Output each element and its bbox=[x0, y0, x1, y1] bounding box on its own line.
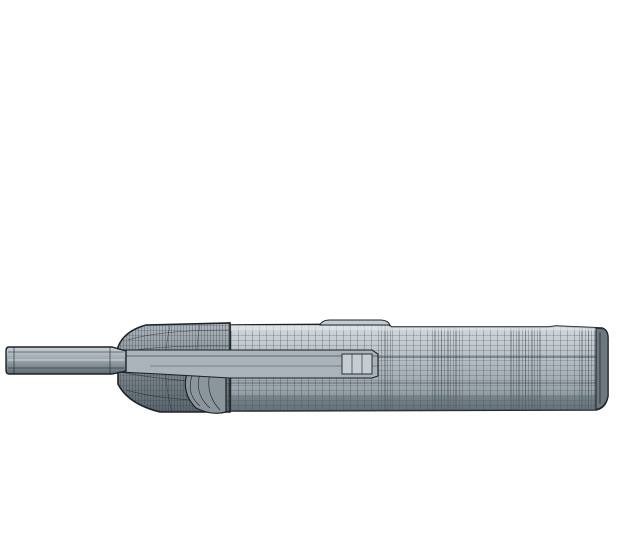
model-body bbox=[229, 319, 609, 412]
model-barrel bbox=[5, 346, 127, 375]
model-rail bbox=[117, 349, 379, 379]
